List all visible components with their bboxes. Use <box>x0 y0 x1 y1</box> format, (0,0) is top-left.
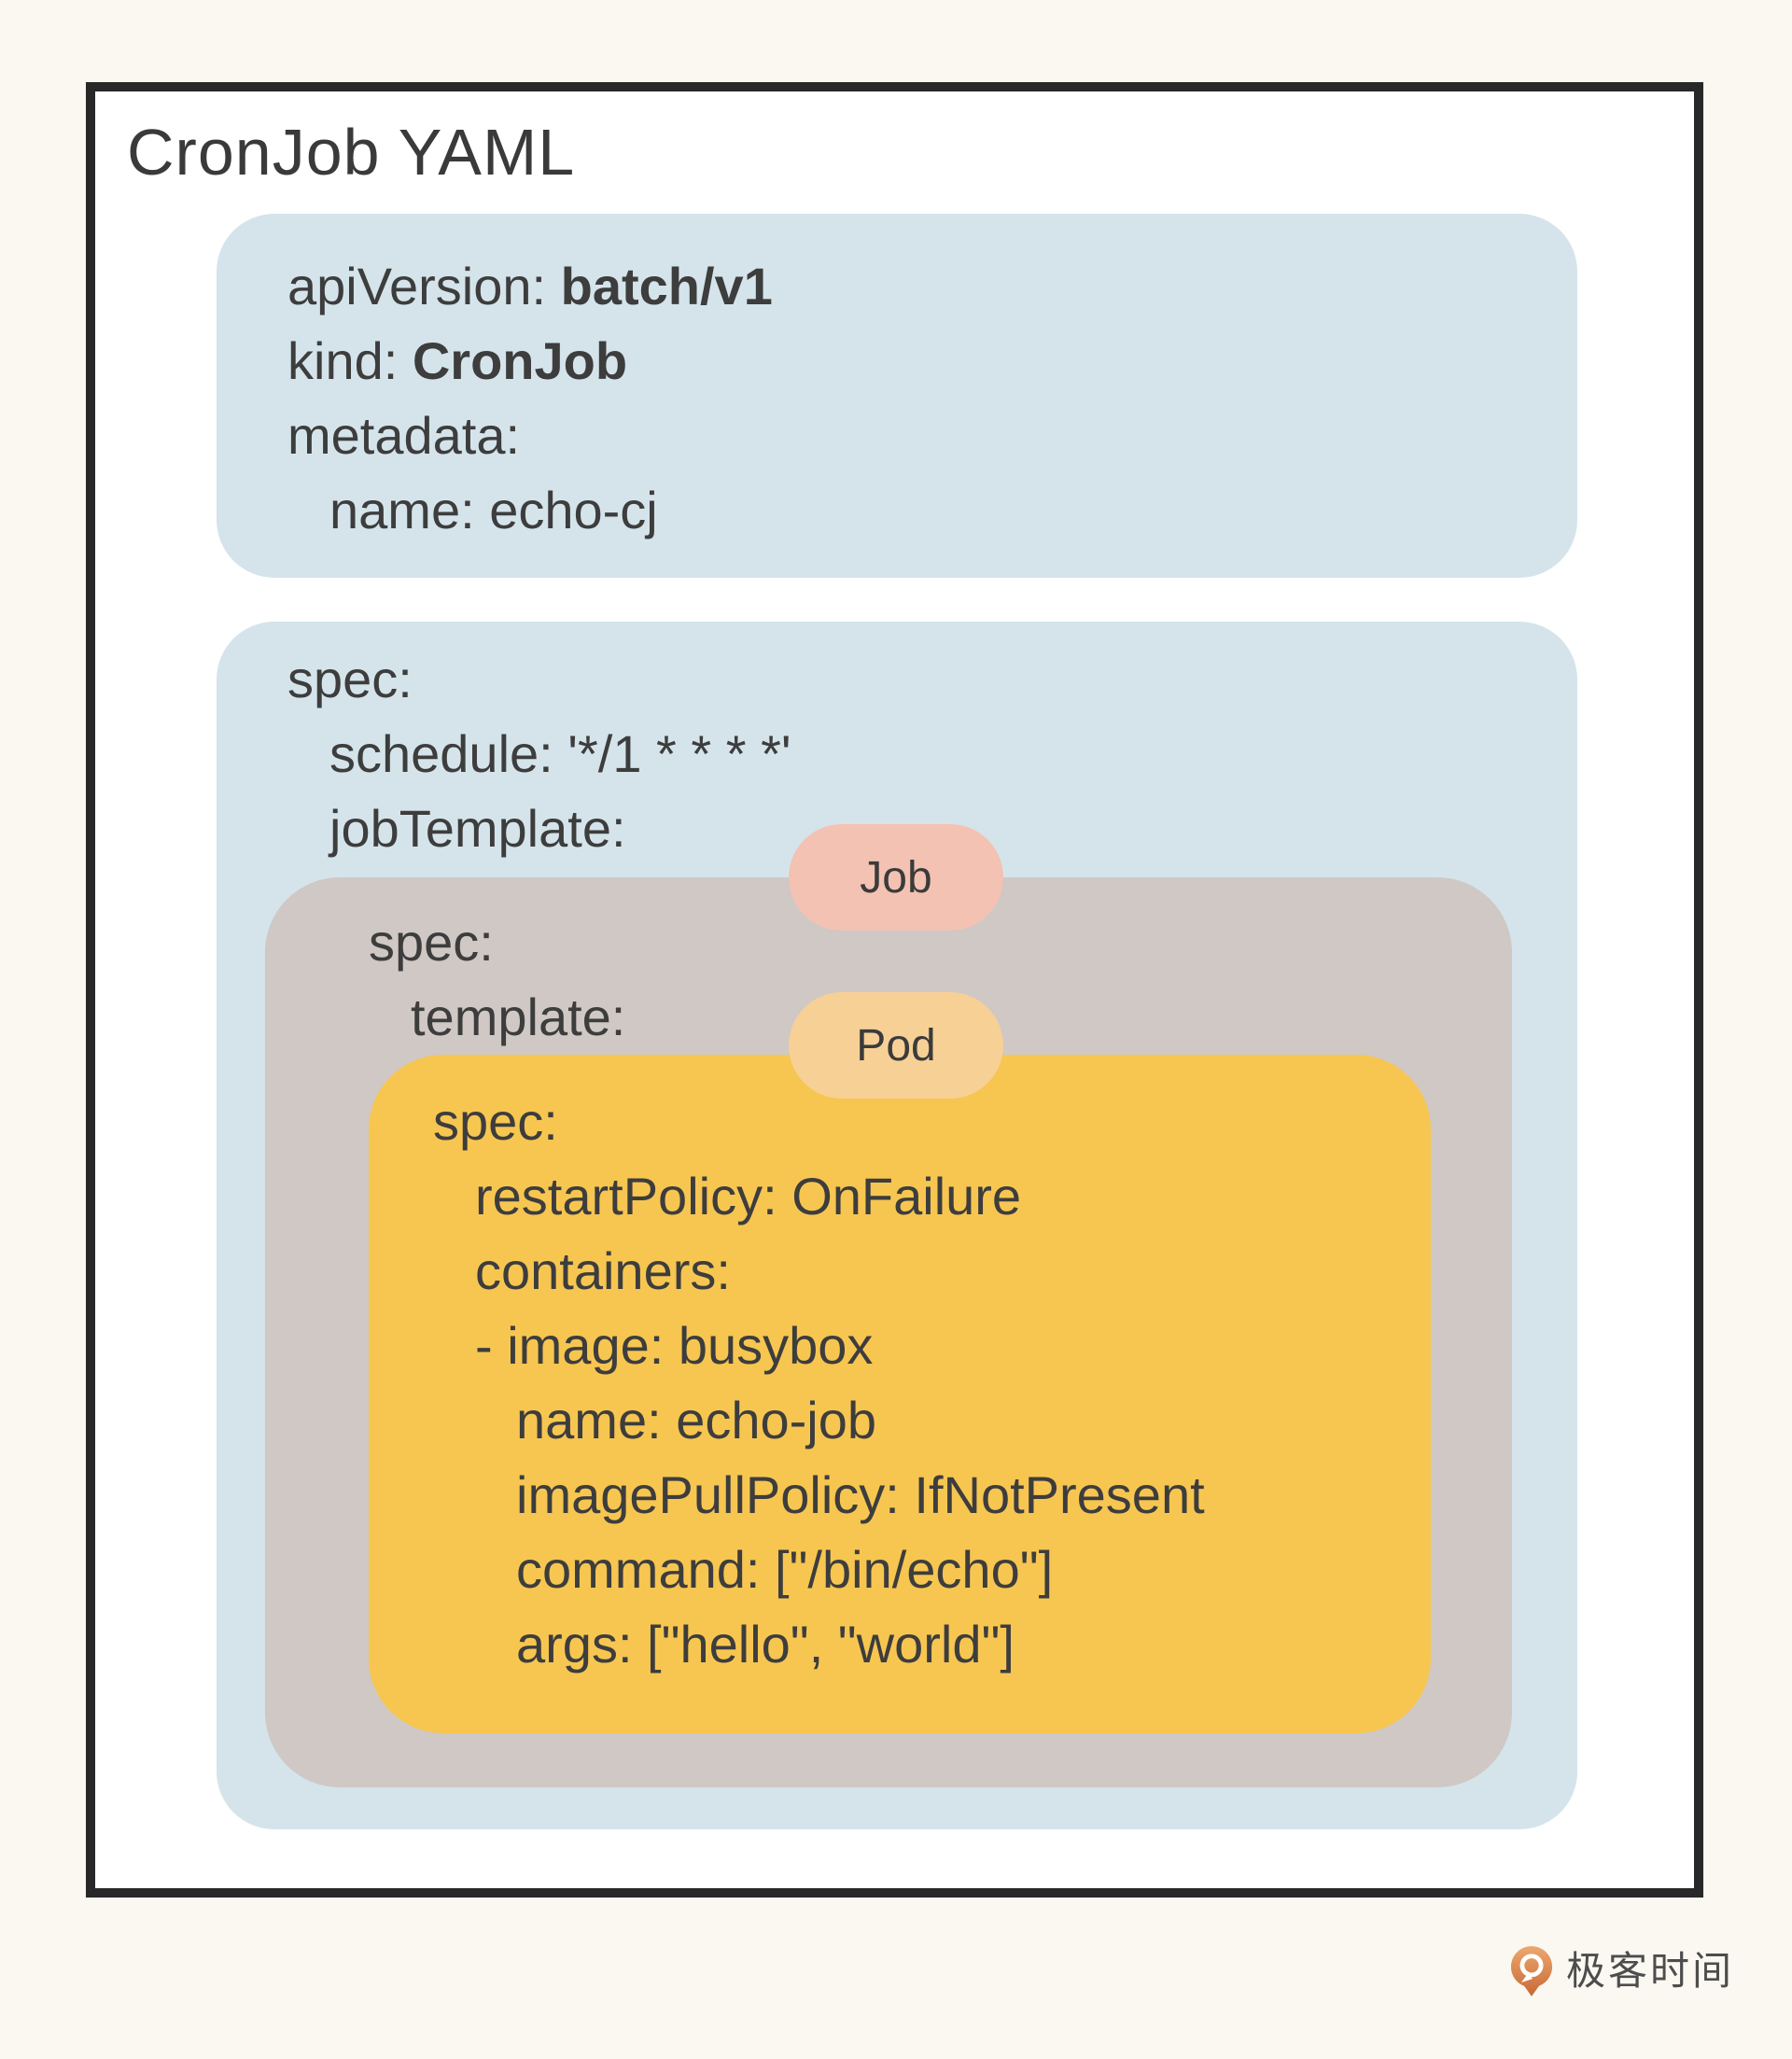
yaml-line: metadata: <box>287 406 521 465</box>
yaml-line: spec: <box>287 650 413 708</box>
yaml-line: template: <box>411 987 626 1046</box>
diagram-title: CronJob YAML <box>127 116 576 189</box>
yaml-line: containers: <box>475 1241 731 1300</box>
job-badge: Job <box>789 824 1003 931</box>
yaml-line: kind: CronJob <box>287 331 628 390</box>
yaml-line: schedule: '*/1 * * * *' <box>329 724 791 783</box>
geektime-logo: 极客时间 <box>1510 1945 1734 1997</box>
yaml-line: command: ["/bin/echo"] <box>516 1540 1054 1599</box>
yaml-line: jobTemplate: <box>329 799 626 858</box>
pod-template-block: spec: restartPolicy: OnFailure containers:… <box>369 1055 1431 1733</box>
yaml-line: restartPolicy: OnFailure <box>475 1167 1022 1226</box>
yaml-line: name: echo-cj <box>329 481 658 539</box>
yaml-line: apiVersion: batch/v1 <box>287 257 773 315</box>
cronjob-metadata-block: apiVersion: batch/v1 kind: CronJob metadat… <box>217 214 1577 578</box>
yaml-line: spec: <box>369 913 494 972</box>
yaml-line: name: echo-job <box>516 1391 877 1450</box>
pod-badge: Pod <box>789 992 1003 1099</box>
yaml-line: args: ["hello", "world"] <box>516 1615 1015 1674</box>
yaml-line: imagePullPolicy: IfNotPresent <box>516 1465 1205 1524</box>
yaml-line: - image: busybox <box>475 1316 874 1375</box>
geektime-logo-icon <box>1510 1946 1553 1996</box>
geektime-logo-text: 极客时间 <box>1566 1949 1735 1993</box>
yaml-line: spec: <box>433 1092 558 1151</box>
